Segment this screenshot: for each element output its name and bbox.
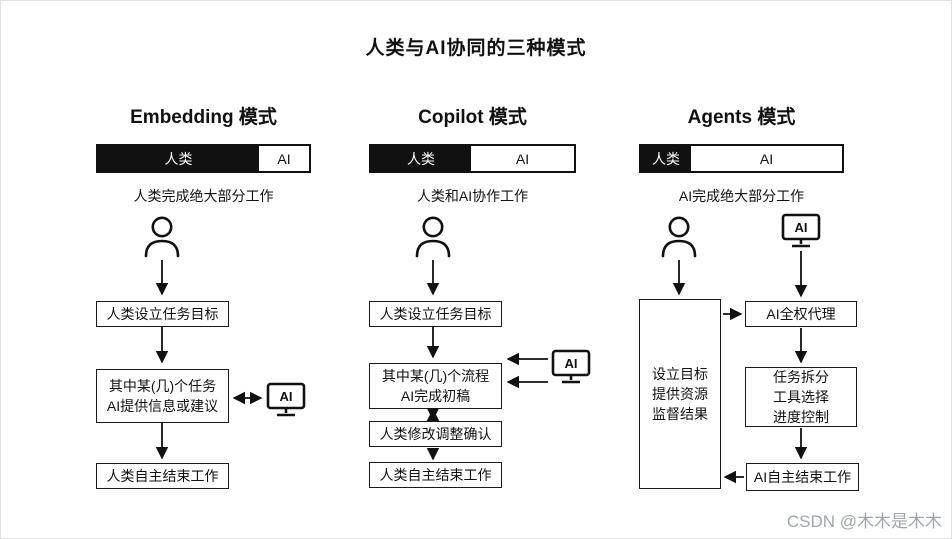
bar-ai-segment: AI — [259, 146, 309, 171]
flow-box-label-line2: AI完成初稿 — [400, 388, 471, 404]
flow-box-ai-suggests: 其中某(几)个任务 AI提供信息或建议 — [96, 369, 229, 423]
ai-monitor-icon: AI — [781, 213, 821, 254]
flow-box-human-oversight: 设立目标 提供资源 监督结果 — [639, 299, 721, 489]
ratio-bar-agents: 人类 AI — [639, 144, 844, 173]
page-title: 人类与AI协同的三种模式 — [365, 38, 587, 59]
ratio-bar-copilot: 人类 AI — [369, 144, 576, 173]
ai-icon-label: AI — [280, 389, 293, 404]
caption-copilot: 人类和AI协作工作 — [416, 188, 529, 204]
flow-box-label-line1: 其中某(几)个任务 — [108, 377, 217, 394]
caption-embedding: 人类完成绝大部分工作 — [133, 188, 274, 204]
flow-box-ai-proxy: AI全权代理 — [745, 301, 857, 327]
flow-box-label-line1: 任务拆分 — [773, 368, 829, 385]
flow-box-human-finish: 人类自主结束工作 — [96, 463, 229, 489]
bar-human-segment: 人类 — [371, 146, 471, 171]
ai-icon-label: AI — [795, 220, 808, 235]
column-header-agents: Agents 模式 — [687, 107, 796, 128]
ai-monitor-icon: AI — [266, 382, 306, 423]
flow-box-label-line3: 监督结果 — [652, 406, 708, 423]
bar-human-segment: 人类 — [641, 146, 691, 171]
bar-human-segment: 人类 — [98, 146, 259, 171]
flow-box-set-goal: 人类设立任务目标 — [96, 301, 229, 327]
flow-box-label: 人类设立任务目标 — [379, 305, 492, 322]
person-icon — [414, 216, 452, 263]
flow-box-label: AI自主结束工作 — [753, 468, 852, 485]
flow-box-ai-draft: 其中某(几)个流程 AI完成初稿 — [369, 363, 502, 409]
flow-box-label-line2: AI提供信息或建议 — [106, 398, 219, 414]
bar-ai-segment: AI — [471, 146, 574, 171]
bar-ai-segment: AI — [691, 146, 842, 171]
flow-box-human-finish: 人类自主结束工作 — [369, 462, 502, 488]
flow-box-label-line1: 其中某(几)个流程 — [381, 367, 490, 384]
column-header-embedding: Embedding 模式 — [130, 107, 277, 128]
flow-box-label-line2: 工具选择 — [773, 388, 829, 405]
column-header-copilot: Copilot 模式 — [418, 107, 527, 128]
flow-box-human-adjust: 人类修改调整确认 — [369, 421, 502, 447]
flow-box-ai-planning: 任务拆分 工具选择 进度控制 — [745, 367, 857, 427]
flow-box-label: 人类修改调整确认 — [379, 425, 492, 442]
flow-box-label-line1: 设立目标 — [652, 365, 708, 382]
caption-agents: AI完成绝大部分工作 — [678, 188, 805, 204]
ai-monitor-icon: AI — [551, 349, 591, 390]
flow-box-label: 人类自主结束工作 — [379, 466, 492, 483]
flow-box-label: 人类设立任务目标 — [106, 305, 219, 322]
person-icon — [143, 216, 181, 263]
flow-box-set-goal: 人类设立任务目标 — [369, 301, 502, 327]
flow-box-label: 人类自主结束工作 — [106, 467, 219, 484]
flow-box-label-line2: 提供资源 — [652, 385, 708, 402]
watermark: CSDN @木木是木木 — [786, 512, 942, 531]
flow-box-label: AI全权代理 — [766, 305, 836, 322]
person-icon — [660, 216, 698, 263]
ratio-bar-embedding: 人类 AI — [96, 144, 311, 173]
ai-icon-label: AI — [565, 356, 578, 371]
flow-box-ai-finish: AI自主结束工作 — [746, 463, 859, 491]
flow-box-label-line3: 进度控制 — [773, 409, 829, 426]
